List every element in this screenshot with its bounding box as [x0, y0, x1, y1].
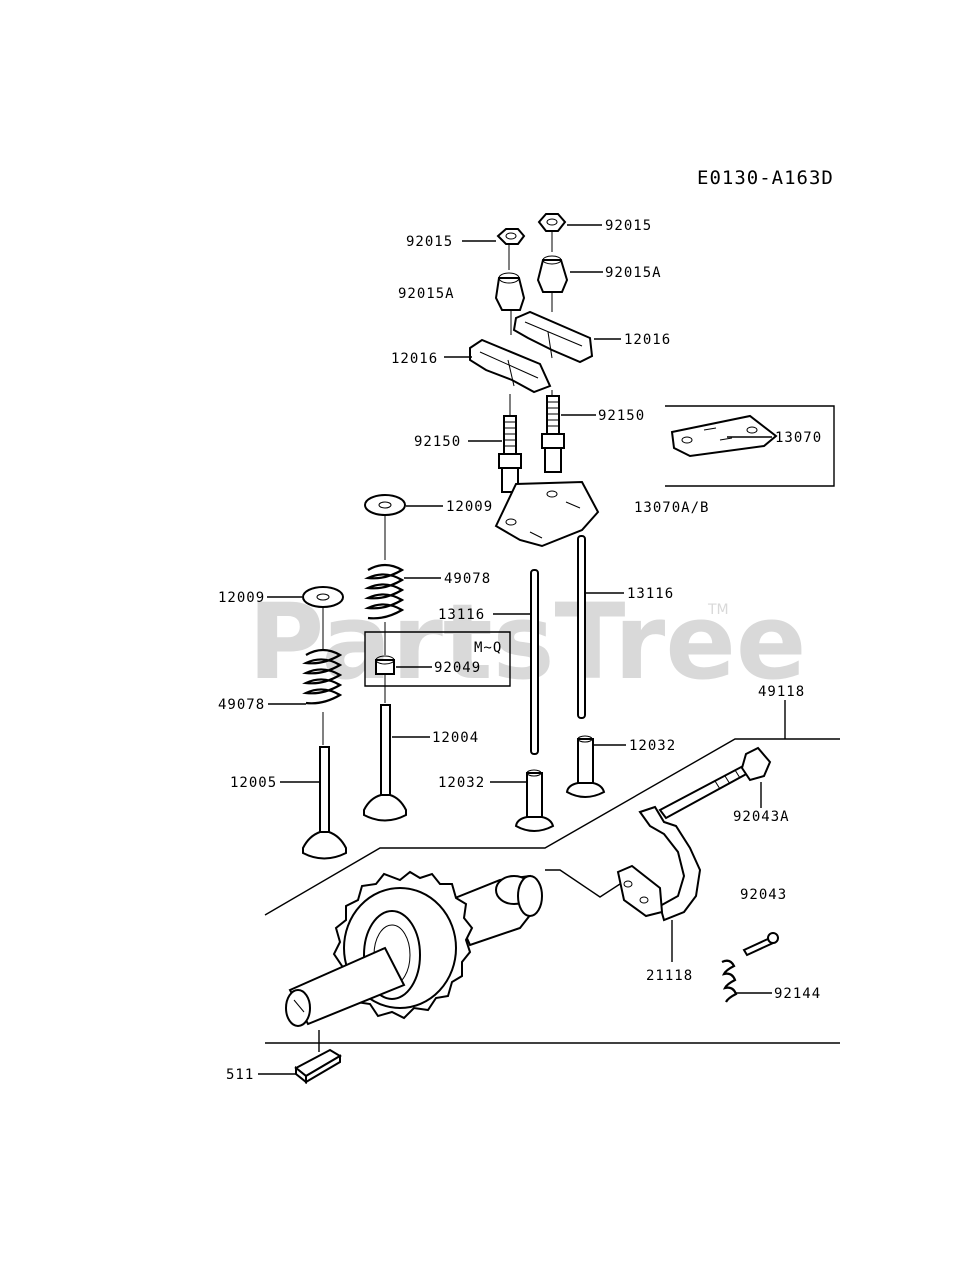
lever-bolt[interactable] — [658, 746, 772, 820]
label-camshaft[interactable]: 49118 — [758, 684, 805, 700]
label-rocker-left[interactable]: 12016 — [391, 351, 438, 367]
leader-lever-link — [545, 869, 621, 898]
exhaust-valve[interactable] — [302, 746, 347, 860]
label-adjuster-left[interactable]: 92015A — [398, 286, 455, 302]
label-nut-left[interactable]: 92015 — [406, 234, 453, 250]
nut-left[interactable] — [496, 228, 526, 245]
label-valve-seal[interactable]: 92049 — [434, 660, 481, 676]
label-retainer-top[interactable]: 12009 — [446, 499, 493, 515]
label-pin[interactable]: 92043 — [740, 887, 787, 903]
rocker-arm-left[interactable] — [469, 338, 552, 394]
label-spring-small[interactable]: 92144 — [774, 986, 821, 1002]
label-spring-left[interactable]: 49078 — [218, 697, 265, 713]
valve-spring-top[interactable] — [364, 563, 405, 620]
tappet-left[interactable] — [514, 769, 555, 832]
label-stud-right[interactable]: 92150 — [598, 408, 645, 424]
adjuster-left[interactable] — [494, 272, 526, 311]
label-plate-ref[interactable]: 13070A/B — [634, 500, 709, 516]
label-key[interactable]: 511 — [226, 1067, 254, 1083]
label-stud-left[interactable]: 92150 — [414, 434, 461, 450]
label-pushrod-left[interactable]: 13116 — [438, 607, 485, 623]
label-spring-top[interactable]: 49078 — [444, 571, 491, 587]
label-tappet-right[interactable]: 12032 — [629, 738, 676, 754]
pin-small[interactable] — [742, 932, 779, 957]
nut-right[interactable] — [537, 213, 567, 232]
label-rocker-right[interactable]: 12016 — [624, 332, 671, 348]
retainer-top[interactable] — [364, 494, 406, 516]
label-retainer-left[interactable]: 12009 — [218, 590, 265, 606]
diagram-code: E0130-A163D — [697, 167, 834, 189]
label-tappet-left[interactable]: 12032 — [438, 775, 485, 791]
label-valve-left[interactable]: 12005 — [230, 775, 277, 791]
label-adjuster-right[interactable]: 92015A — [605, 265, 662, 281]
subassembly-label: M~Q — [474, 640, 502, 656]
camshaft[interactable] — [285, 870, 543, 1027]
label-nut-right[interactable]: 92015 — [605, 218, 652, 234]
label-plate-detail[interactable]: 13070 — [775, 430, 822, 446]
stud-left[interactable] — [498, 415, 522, 493]
intake-valve[interactable] — [363, 704, 407, 822]
governor-lever[interactable] — [616, 805, 702, 922]
label-lever[interactable]: 21118 — [646, 968, 693, 984]
plate-detail[interactable] — [670, 414, 778, 458]
spring-small[interactable] — [721, 959, 738, 1003]
valve-stem-seal[interactable] — [375, 655, 395, 675]
rocker-arm-right[interactable] — [512, 310, 594, 364]
tappet-right[interactable] — [565, 735, 606, 798]
pushrod-right[interactable] — [577, 535, 586, 719]
label-pushrod-right[interactable]: 13116 — [627, 586, 674, 602]
stud-right[interactable] — [541, 395, 565, 473]
adjuster-right[interactable] — [536, 255, 569, 293]
watermark-trademark: TM — [707, 602, 729, 618]
label-valve-right[interactable]: 12004 — [432, 730, 479, 746]
guide-plate[interactable] — [494, 480, 600, 548]
retainer-left[interactable] — [302, 586, 344, 608]
pushrod-left[interactable] — [530, 569, 539, 755]
detail-box — [665, 405, 835, 487]
section-divider-upper — [264, 738, 840, 916]
shaft-key[interactable] — [294, 1048, 342, 1085]
valve-spring-left[interactable] — [302, 648, 343, 705]
subassembly-box — [364, 631, 511, 687]
label-bolt[interactable]: 92043A — [733, 809, 790, 825]
